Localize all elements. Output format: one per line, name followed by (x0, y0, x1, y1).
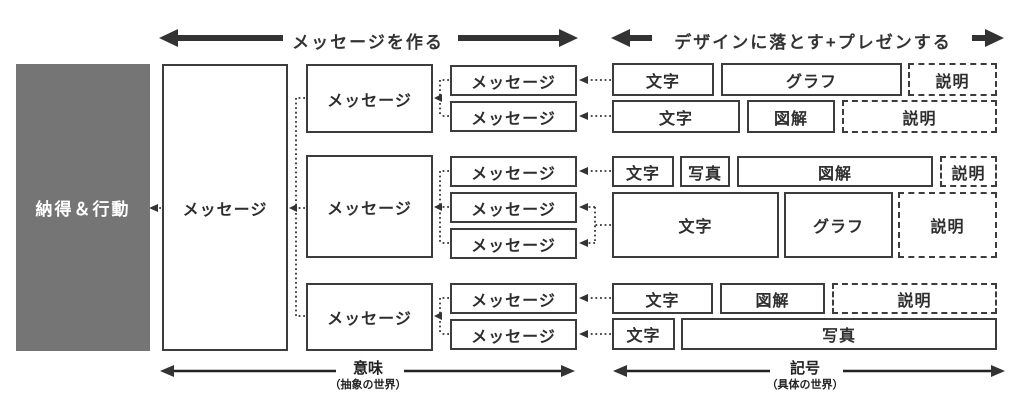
connector-level3-to-level2 (289, 97, 305, 317)
symbol-axis-label: 記号 (789, 360, 820, 377)
message-box-level4-row3: メッセージ (450, 156, 577, 187)
diagram-box: 図解 (720, 283, 825, 314)
explanation-box: 説明 (908, 63, 997, 96)
design-present-arrow-left (611, 29, 652, 47)
message-box-level4-row5: メッセージ (450, 228, 577, 259)
text-box: 文字 (612, 156, 674, 187)
symbol-axis-arrow (613, 365, 1005, 377)
design-present-arrow-right (972, 29, 1004, 47)
graph-box: グラフ (721, 63, 902, 96)
message-box-level3-group3: メッセージ (306, 283, 433, 351)
message-box-level3-group2: メッセージ (306, 155, 433, 258)
connector-row8-to-message (579, 330, 611, 338)
title-make-message: メッセージを作る (292, 33, 444, 52)
meaning-axis-arrow (160, 365, 575, 377)
text-box: 文字 (612, 100, 740, 133)
explanation-box: 説明 (832, 283, 997, 314)
text-box: 文字 (612, 192, 779, 258)
message-box-level4-row7: メッセージ (450, 319, 577, 350)
connector-message-to-outcome (149, 204, 161, 212)
connector-group1-level4-to-level3 (434, 79, 449, 117)
message-box-level4-row6: メッセージ (450, 283, 577, 314)
make-message-arrow-left (159, 29, 283, 47)
connector-group3-level4-to-level3 (434, 297, 449, 335)
photo-box: 写真 (681, 318, 997, 350)
text-box: 文字 (612, 318, 675, 350)
explanation-box: 説明 (940, 156, 997, 187)
connector-group2-level4-to-level3 (434, 170, 449, 244)
graph-box: グラフ (784, 192, 893, 258)
diagram-box: 図解 (747, 100, 835, 133)
message-box-level4-row2: メッセージ (450, 101, 577, 132)
make-message-arrow-right (458, 29, 578, 47)
message-box-level2: メッセージ (162, 64, 288, 351)
outcome-box: 納得＆行動 (16, 64, 150, 351)
photo-box: 写真 (680, 156, 730, 187)
connector-row1-to-message (579, 76, 611, 84)
message-box-level4-row4: メッセージ (450, 192, 577, 223)
connector-row2-to-message (579, 112, 611, 120)
explanation-box: 説明 (842, 100, 997, 133)
title-design-present: デザインに落とす+プレゼンする (674, 33, 952, 52)
connector-row45-bracket (579, 203, 611, 247)
message-box-level4-row1: メッセージ (450, 65, 577, 96)
explanation-box: 説明 (898, 192, 997, 258)
symbol-axis-sublabel: （具体の世界） (766, 379, 844, 391)
connector-row7-to-message (579, 294, 611, 302)
message-box-level3-group1: メッセージ (306, 64, 433, 133)
meaning-axis-sublabel: （抽象の世界） (329, 379, 407, 391)
connector-row3-to-message (579, 167, 611, 175)
text-box: 文字 (612, 283, 713, 314)
diagram-box: 図解 (737, 156, 933, 187)
text-box: 文字 (612, 63, 714, 96)
meaning-axis-label: 意味 (352, 360, 383, 377)
